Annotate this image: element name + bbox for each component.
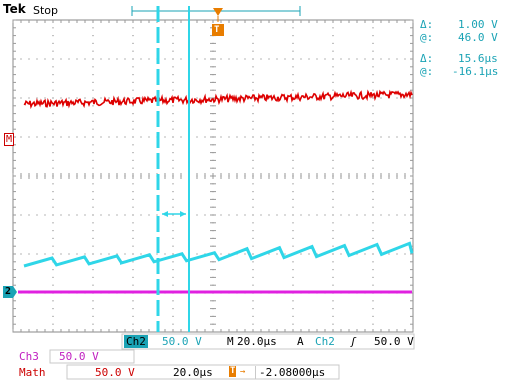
ch2-ground-marker [3,286,17,298]
cursor-delta-t-symbol: Δ: [420,52,434,65]
math-scale: 50.0 V [95,366,135,379]
acquisition-mode: A [297,335,304,348]
trigger-position-marker [212,8,224,36]
cursor-delta-v-symbol: Δ: [420,18,434,31]
cursor-at-t: -16.1µs [452,65,499,78]
timebase-value: 20.0µs [237,335,277,348]
acquisition-status: Stop [33,4,59,17]
ch3-scale: 50.0 V [59,350,99,363]
cursor-at-v-symbol: @: [420,31,434,44]
trigger-position-icon: T [229,366,237,377]
timebase-label: M [227,335,234,348]
cursor-delta-v: 1.00 V [458,18,498,31]
trigger-position-value: -2.08000µs [255,366,325,379]
trigger-slope-icon: ʃ [350,335,357,348]
ch3-readout-frame [49,349,135,364]
ch2-waveform-trace [23,241,414,268]
cursor-at-v: 46.0 V [458,31,498,44]
trigger-position-arrow-icon: → [240,367,246,377]
cursor-at-t-symbol: @: [420,65,434,78]
math-waveform-trace [23,89,413,110]
trigger-source: Ch2 [315,335,335,348]
cursor-delta-t: 15.6µs [458,52,498,65]
math-label[interactable]: Math [19,366,46,379]
graticule-grid [12,19,414,332]
trigger-marker-label: T [214,25,220,35]
math-reference-marker: M [4,133,15,146]
ch2-scale: 50.0 V [162,335,202,348]
ch2-label[interactable]: Ch2 [124,335,148,348]
ch3-label[interactable]: Ch3 [19,350,39,363]
brand-logo: Tek [3,2,26,16]
bottom-readout-frame [121,333,415,350]
math-readout-frame [66,364,340,380]
cursor-delta-arrow [162,211,186,217]
trigger-level: 50.0 V [374,335,414,348]
math-time: 20.0µs [173,366,213,379]
ch2-ground-marker-label: 2 [5,286,12,297]
